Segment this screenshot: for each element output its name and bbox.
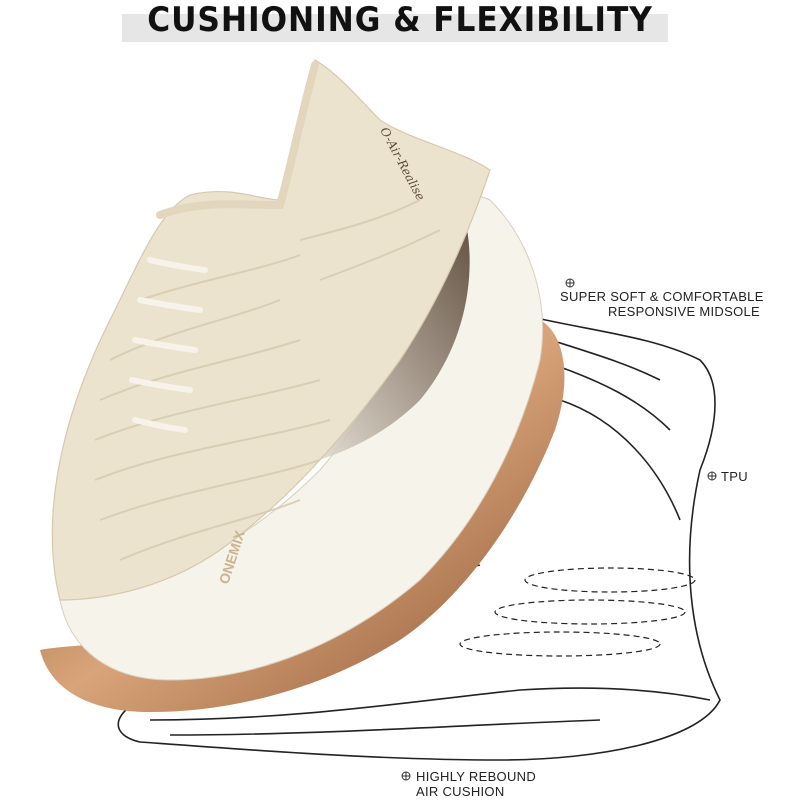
- page-title: CUSHIONING & FLEXIBILITY: [147, 0, 653, 40]
- midsole-callout-line1: SUPER SOFT & COMFORTABLE: [560, 289, 764, 304]
- cushion-callout-line2: AIR CUSHION: [416, 784, 505, 799]
- midsole-callout: SUPER SOFT & COMFORTABLE RESPONSIVE MIDS…: [560, 289, 764, 319]
- midsole-callout-line2: RESPONSIVE MIDSOLE: [607, 304, 760, 319]
- shoe-laces: [129, 257, 208, 433]
- air-cushion-drawing: [459, 567, 696, 657]
- knit-texture: [94, 199, 441, 561]
- cushion-callout-line1: HIGHLY REBOUND: [416, 769, 537, 784]
- cushion-callout: HIGHLY REBOUND AIR CUSHION: [400, 769, 536, 799]
- shoe-upper: [51, 59, 491, 601]
- tpu-callout-label: TPU: [721, 469, 748, 484]
- shoe-collar: [156, 61, 319, 219]
- tpu-callout: TPU: [705, 469, 748, 484]
- title-background: [122, 14, 668, 42]
- callout-leaders: [401, 278, 717, 781]
